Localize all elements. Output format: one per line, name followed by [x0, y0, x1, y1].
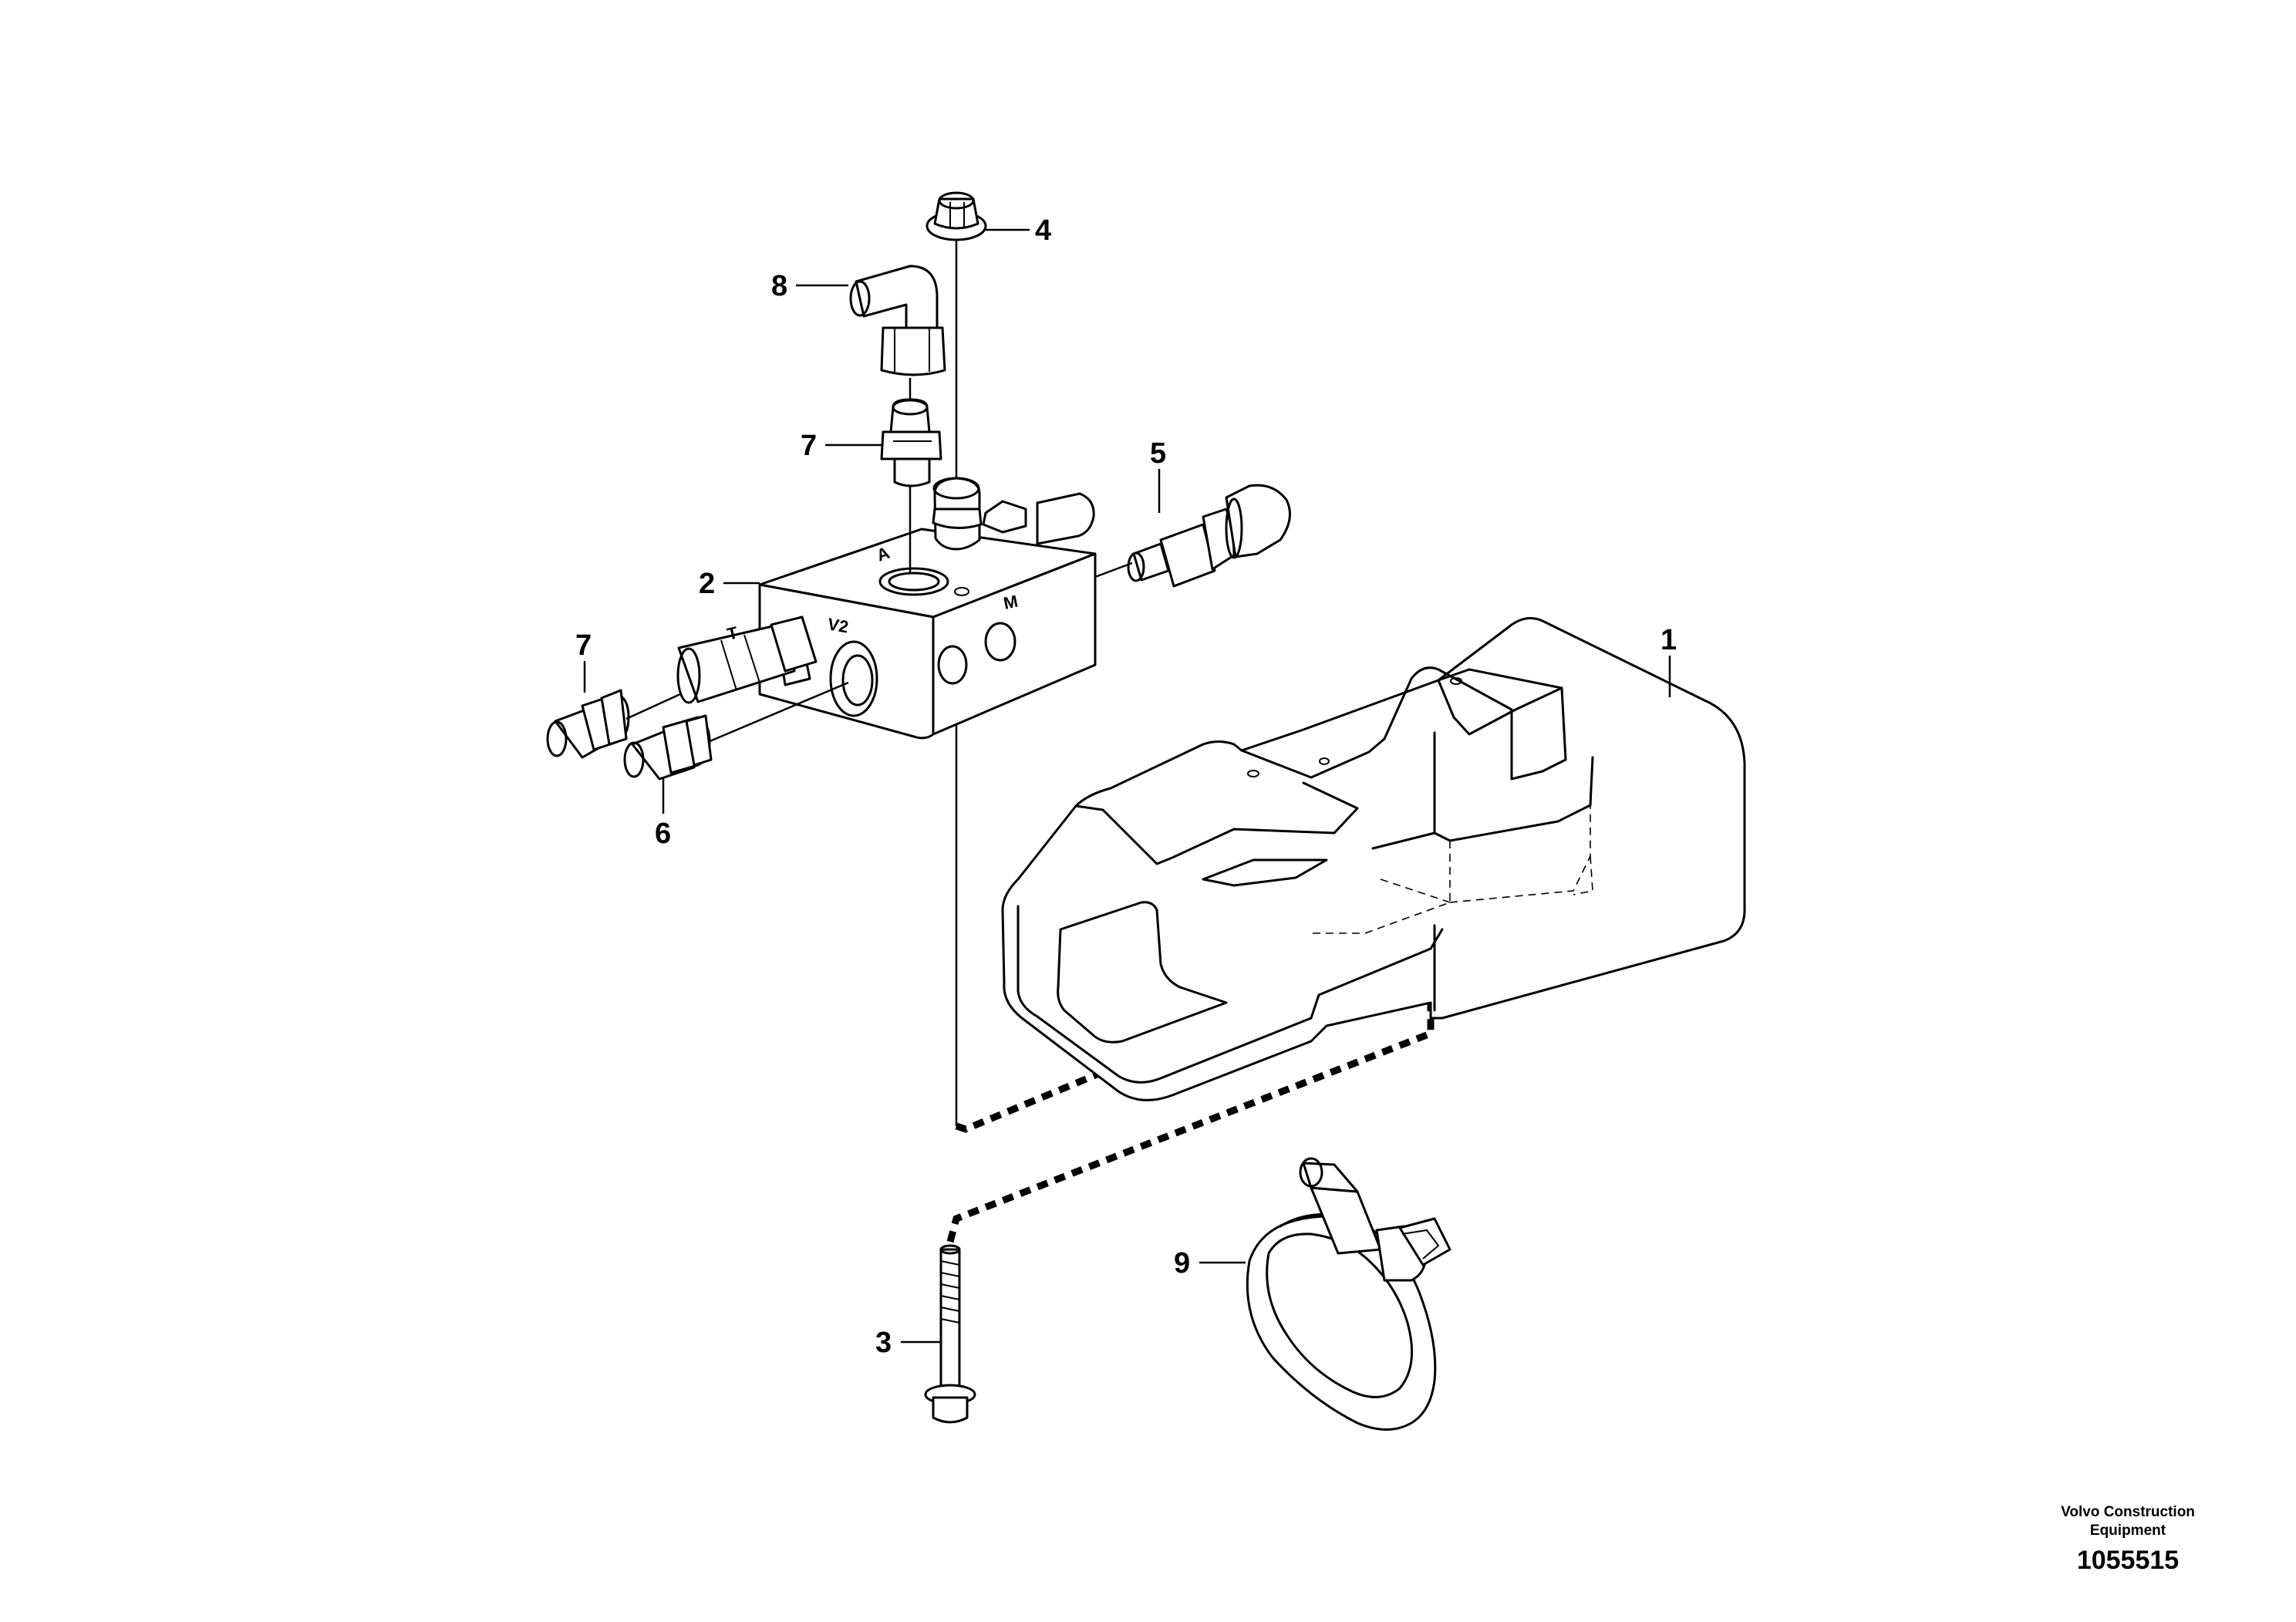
fitting-5 [1127, 484, 1291, 588]
brand-line-2: Equipment [2089, 1523, 2166, 1539]
port-mark-m: M [1002, 592, 1020, 613]
port-mark-t: T [725, 622, 740, 644]
fitting5-connection-line [1094, 561, 1133, 578]
brand-line-1: Volvo Construction [2061, 1504, 2195, 1520]
nipple-lower-7 [546, 689, 630, 759]
callout-5: 5 [1150, 437, 1166, 470]
bolt-3 [924, 1244, 976, 1424]
bracket-shield [1001, 616, 1746, 1101]
callout-8: 8 [771, 270, 787, 302]
callout-leaders [583, 228, 1671, 1344]
callout-7-lower: 7 [575, 629, 592, 662]
callout-6: 6 [655, 818, 671, 850]
callout-1: 1 [1660, 624, 1677, 656]
t-port-adapter: T [676, 615, 818, 704]
flange-nut-4 [925, 191, 987, 241]
nipple-upper-7 [880, 398, 942, 487]
hose-clamp-9 [1246, 1157, 1451, 1431]
document-number: 1055515 [2076, 1546, 2180, 1575]
port-mark-v2: V2 [826, 614, 850, 636]
callout-9: 9 [1174, 1247, 1190, 1280]
elbow-8 [849, 265, 946, 376]
callout-7-upper: 7 [801, 430, 817, 462]
callout-2: 2 [699, 568, 715, 600]
nipple-6 [623, 714, 713, 781]
nipple6-connection-line [707, 681, 849, 744]
nipple7-connection-line [625, 693, 681, 720]
callout-labels: 1 2 3 4 5 6 7 7 8 9 [575, 214, 1677, 1359]
callout-4: 4 [1035, 214, 1051, 247]
publisher-footer: Volvo Construction Equipment 1055515 [2028, 1503, 2228, 1577]
callout-3: 3 [875, 1327, 892, 1359]
